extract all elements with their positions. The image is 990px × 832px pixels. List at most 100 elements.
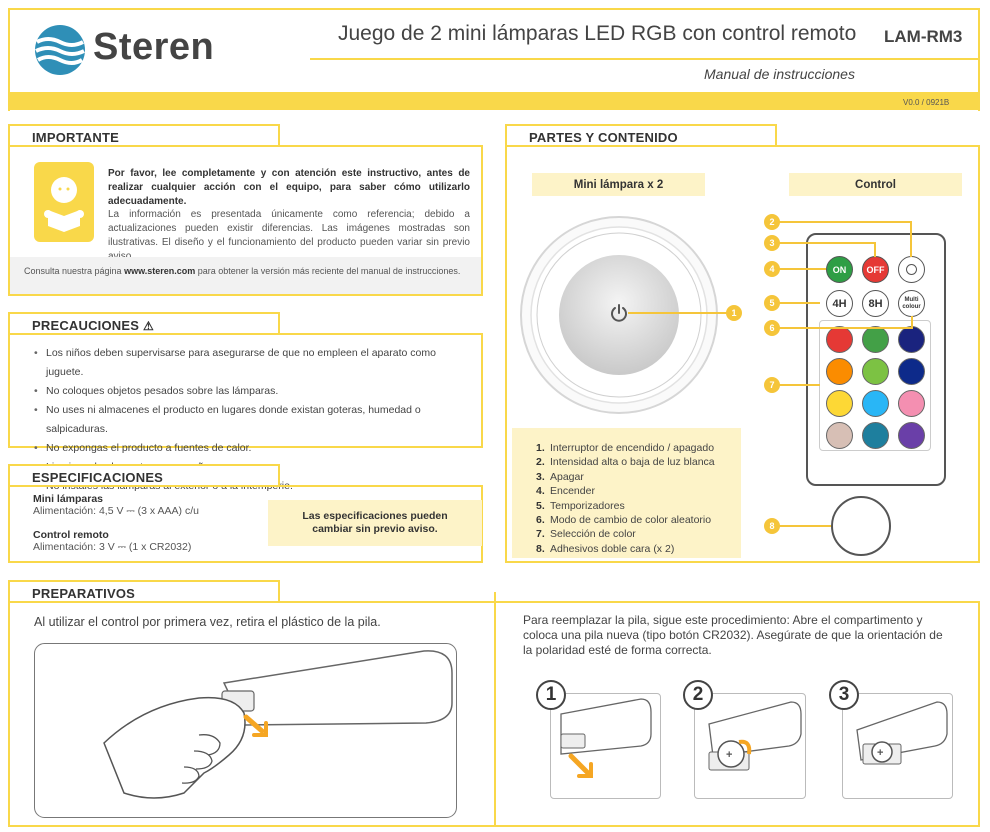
header-band [8, 92, 980, 110]
partes-heading-text: PARTES Y CONTENIDO [529, 130, 678, 145]
color-button[interactable] [826, 422, 853, 449]
timer-4h-label: 4H [832, 297, 847, 310]
preparativos-heading-text: PREPARATIVOS [32, 586, 136, 601]
timer-8h-button[interactable]: 8H [862, 290, 889, 317]
steren-website-link[interactable]: www.steren.com [124, 266, 196, 276]
remove-plastic-illustration [34, 643, 457, 818]
callout-3: 3 [764, 235, 780, 251]
off-button-label: OFF [866, 264, 885, 275]
lamp-label-box: Mini lámpara x 2 [532, 173, 705, 196]
color-button[interactable] [862, 390, 889, 417]
color-button[interactable] [826, 390, 853, 417]
callout-line-3-vertical [874, 242, 876, 257]
model-number: LAM-RM3 [884, 27, 963, 46]
spec-note-text: Las especificaciones pueden cambiar sin … [302, 510, 448, 535]
logo-mark-icon [35, 25, 85, 75]
brightness-button[interactable] [898, 256, 925, 283]
part-item: 6.Modo de cambio de color aleatorio [536, 514, 712, 527]
part-item: 3.Apagar [536, 470, 584, 483]
color-button[interactable] [826, 326, 853, 353]
part-item: 7.Selección de color [536, 528, 636, 541]
callout-line-7 [778, 384, 820, 386]
step-1-number: 1 [536, 680, 566, 710]
step-1-panel [550, 693, 661, 799]
part-item: 2.Intensidad alta o baja de luz blanca [536, 456, 715, 469]
step-3-number: 3 [829, 680, 859, 710]
on-button[interactable]: ON [826, 256, 853, 283]
multicolour-button[interactable]: Multi colour [898, 290, 925, 317]
brand-name: Steren [93, 26, 215, 68]
color-button[interactable] [898, 390, 925, 417]
callout-1: 1 [726, 305, 742, 321]
part-item: 8.Adhesivos doble cara (x 2) [536, 542, 675, 555]
color-button[interactable] [898, 358, 925, 385]
off-button[interactable]: OFF [862, 256, 889, 283]
precaucion-item: No uses ni almacenes el producto en luga… [34, 401, 474, 439]
especificaciones-heading: ESPECIFICACIONES [8, 464, 280, 486]
preparativos-right-text: Para reemplazar la pila, sigue este proc… [523, 613, 943, 657]
precaucion-item: No coloques objetos pesados sobre las lá… [34, 382, 474, 401]
importante-heading-text: IMPORTANTE [32, 130, 119, 145]
callout-line-2 [778, 221, 912, 223]
footer-pre: Consulta nuestra página [24, 266, 125, 276]
callout-6: 6 [764, 320, 780, 336]
callout-line-4 [778, 268, 826, 270]
warning-icon: ⚠ [142, 319, 154, 333]
control-label: Control [855, 178, 896, 191]
parts-list-box [512, 428, 741, 558]
spec-control-value: Alimentación: 3 V ⎓ (1 x CR2032) [33, 541, 192, 553]
timer-4h-button[interactable]: 4H [826, 290, 853, 317]
svg-text:+: + [877, 747, 883, 759]
color-button[interactable] [898, 422, 925, 449]
preparativos-heading: PREPARATIVOS [8, 580, 280, 602]
document-title: Juego de 2 mini lámparas LED RGB con con… [338, 22, 857, 45]
footer-post: para obtener la versión más reciente del… [195, 266, 461, 276]
part-item: 5.Temporizadores [536, 499, 625, 512]
importante-bold-text: Por favor, lee completamente y con atenc… [108, 168, 470, 207]
especificaciones-heading-text: ESPECIFICACIONES [32, 470, 164, 485]
spec-mini-value: Alimentación: 4,5 V ⎓ (3 x AAA) c/u [33, 505, 199, 517]
brightness-icon [906, 264, 917, 275]
callout-7: 7 [764, 377, 780, 393]
svg-text:+: + [726, 749, 732, 761]
importante-box [8, 145, 483, 296]
mini-lamp-illustration [519, 215, 719, 415]
precaucion-item: Los niños deben supervisarse para asegur… [34, 344, 474, 382]
precauciones-heading: PRECAUCIONES ⚠ [8, 312, 280, 334]
precaucion-item: No expongas el producto a fuentes de cal… [34, 439, 474, 458]
color-button[interactable] [826, 358, 853, 385]
color-button[interactable] [862, 358, 889, 385]
control-label-box: Control [789, 173, 962, 196]
step-2-number: 2 [683, 680, 713, 710]
part-item: 4.Encender [536, 485, 595, 498]
preparativos-left-text: Al utilizar el control por primera vez, … [34, 615, 381, 629]
callout-line-2-vertical [910, 221, 912, 257]
spec-mini-title: Mini lámparas [33, 493, 104, 505]
precauciones-heading-text: PRECAUCIONES [32, 318, 140, 333]
color-button[interactable] [862, 422, 889, 449]
callout-2: 2 [764, 214, 780, 230]
version-code: V0.0 / 0921B [903, 98, 950, 107]
importante-body-text: La información es presentada únicamente … [108, 209, 470, 262]
color-button[interactable] [862, 326, 889, 353]
on-button-label: ON [832, 264, 847, 275]
callout-line-6 [778, 327, 913, 329]
reading-child-icon [34, 162, 94, 242]
adhesive-pad [831, 496, 891, 556]
callout-5: 5 [764, 295, 780, 311]
header-divider [310, 58, 980, 60]
importante-heading: IMPORTANTE [8, 124, 280, 146]
especificaciones-box [8, 485, 483, 563]
callout-line-8 [778, 525, 831, 527]
lamp-label: Mini lámpara x 2 [573, 178, 664, 191]
multicolour-label: Multi colour [902, 296, 921, 310]
partes-box [505, 145, 980, 563]
importante-footer-text: Consulta nuestra página www.steren.com p… [24, 266, 460, 276]
steren-logo [34, 24, 86, 76]
parts-list: 1.Interruptor de encendido / apagado 2.I… [536, 441, 741, 556]
step-3-panel: + [842, 693, 953, 799]
power-icon[interactable] [609, 303, 629, 323]
document-subtitle: Manual de instrucciones [704, 66, 855, 82]
color-button[interactable] [898, 326, 925, 353]
timer-8h-label: 8H [868, 297, 883, 310]
